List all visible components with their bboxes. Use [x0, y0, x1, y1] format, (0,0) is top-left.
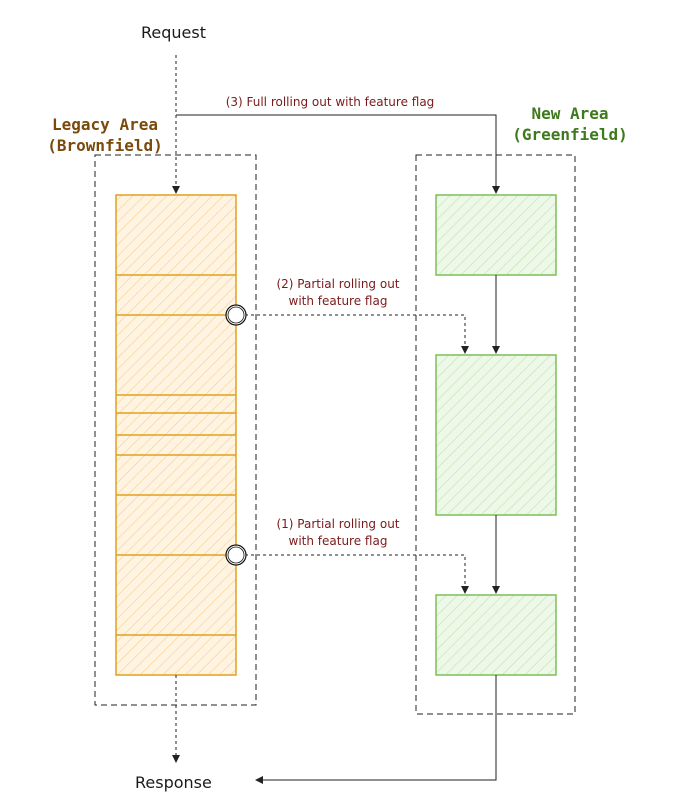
- full-rollout-arrow: [176, 114, 500, 194]
- partial-rollout-arrow-1: [245, 554, 469, 594]
- green-service-box-1: [435, 194, 557, 276]
- new-area-title-line2: (Greenfield): [512, 125, 628, 144]
- green-service-box-3: [435, 594, 557, 676]
- legacy-area-title-line1: Legacy Area: [52, 115, 158, 134]
- flag-partial-1-label: (1) Partial rolling out with feature fla…: [262, 516, 414, 550]
- green-response-arrow: [255, 675, 497, 784]
- legacy-area-title-line2: (Brownfield): [47, 136, 163, 155]
- flag-partial-1-line1: (1) Partial rolling out: [276, 517, 400, 531]
- request-label: Request: [141, 23, 206, 42]
- switch-point-2: [225, 304, 247, 326]
- switch-point-1: [225, 544, 247, 566]
- partial-rollout-arrow-2: [245, 314, 469, 354]
- response-label: Response: [135, 773, 212, 792]
- flag-full-label: (3) Full rolling out with feature flag: [225, 95, 435, 109]
- new-area-title: New Area (Greenfield): [505, 103, 635, 145]
- green-service-box-2: [435, 354, 557, 516]
- legacy-area-title: Legacy Area (Brownfield): [30, 114, 180, 156]
- flag-partial-1-line2: with feature flag: [288, 534, 388, 548]
- new-area-title-line1: New Area: [531, 104, 609, 123]
- flag-partial-2-label: (2) Partial rolling out with feature fla…: [262, 276, 414, 310]
- legacy-service-stack: [115, 194, 237, 676]
- flag-partial-2-line2: with feature flag: [288, 294, 388, 308]
- flag-partial-2-line1: (2) Partial rolling out: [276, 277, 400, 291]
